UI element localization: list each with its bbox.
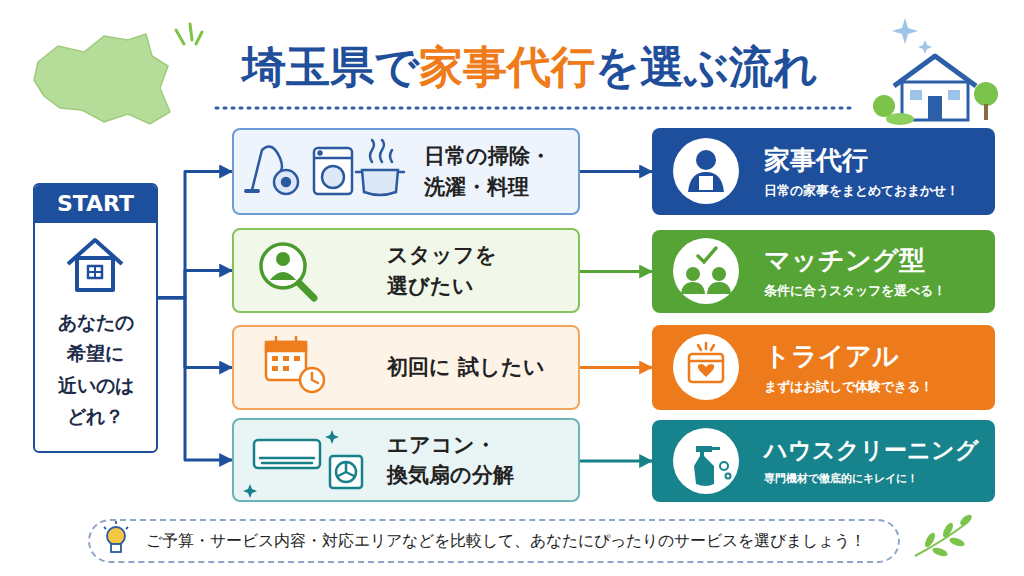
result-box: 家事代行日常の家事をまとめておまかせ！ xyxy=(652,128,995,215)
washing-machine-icon xyxy=(314,148,352,194)
result-box: マッチング型条件に合うスタッフを選べる！ xyxy=(652,230,995,313)
housekeeper-icon xyxy=(688,150,724,192)
title-underline xyxy=(216,107,850,110)
result-box: ハウスクリーニング専門機材で徹底的にキレイに！ xyxy=(652,420,995,502)
result-title: 家事代行 xyxy=(764,144,987,177)
question-text: あなたの 希望に 近いのは どれ？ xyxy=(35,307,156,432)
flow-arrow xyxy=(158,172,232,298)
leaf-decoration xyxy=(915,513,974,558)
result-subtitle: 専門機材で徹底的にキレイに！ xyxy=(764,471,987,487)
result-title: トライアル xyxy=(764,340,987,373)
option-box: 初回に 試したい xyxy=(232,325,580,410)
result-title: マッチング型 xyxy=(764,244,987,277)
calendar-clock-icon xyxy=(266,337,324,392)
option-box: エアコン・ 換気扇の分解 xyxy=(232,418,580,502)
flow-arrow xyxy=(158,298,232,368)
caption-pill: ご予算・サービス内容・対応エリアなどを比較して、あなたにぴったりのサービスを選び… xyxy=(88,519,900,563)
start-house-icon xyxy=(68,240,122,290)
option-text: 日常の掃除・ 洗濯・料理 xyxy=(424,141,570,202)
caption-text: ご予算・サービス内容・対応エリアなどを比較して、あなたにぴったりのサービスを選び… xyxy=(146,531,866,552)
accent-marks xyxy=(176,24,202,44)
spray-icon xyxy=(694,446,731,486)
right-icon-circles xyxy=(673,138,739,494)
flow-arrow xyxy=(580,460,652,463)
search-person-icon xyxy=(261,244,314,298)
result-subtitle: まずはお試しで体験できる！ xyxy=(764,378,987,396)
result-title: ハウスクリーニング xyxy=(764,436,987,465)
option-box: 日常の掃除・ 洗濯・料理 xyxy=(232,128,580,215)
vacuum-icon xyxy=(246,146,298,194)
option-box: スタッフを 選びたい xyxy=(232,228,580,313)
trial-icon xyxy=(689,343,723,382)
start-box: START あなたの 希望に 近いのは どれ？ xyxy=(33,183,158,453)
flow-arrow xyxy=(580,270,652,273)
title-area: 埼玉県で家事代行を選ぶ流れ xyxy=(150,34,910,100)
pot-icon xyxy=(356,140,404,195)
house-illustration xyxy=(873,56,998,125)
flow-arrow xyxy=(158,298,232,460)
option-text: 初回に 試したい xyxy=(387,352,570,382)
option-text: スタッフを 選びたい xyxy=(387,240,570,301)
option-text: エアコン・ 換気扇の分解 xyxy=(387,430,570,491)
start-label: START xyxy=(35,185,156,223)
flow-arrow xyxy=(158,271,232,298)
lightbulb-icon xyxy=(104,521,128,552)
aircon-fan-icon xyxy=(243,430,362,498)
result-subtitle: 条件に合うスタッフを選べる！ xyxy=(764,282,987,300)
sparkles xyxy=(892,18,932,54)
matching-icon xyxy=(681,248,731,294)
saitama-map xyxy=(34,34,170,124)
flow-arrow xyxy=(580,170,652,173)
result-box: トライアルまずはお試しで体験できる！ xyxy=(652,325,995,410)
result-subtitle: 日常の家事をまとめておまかせ！ xyxy=(764,182,987,200)
page-title: 埼玉県で家事代行を選ぶ流れ xyxy=(242,38,818,97)
flow-arrow xyxy=(580,366,652,369)
